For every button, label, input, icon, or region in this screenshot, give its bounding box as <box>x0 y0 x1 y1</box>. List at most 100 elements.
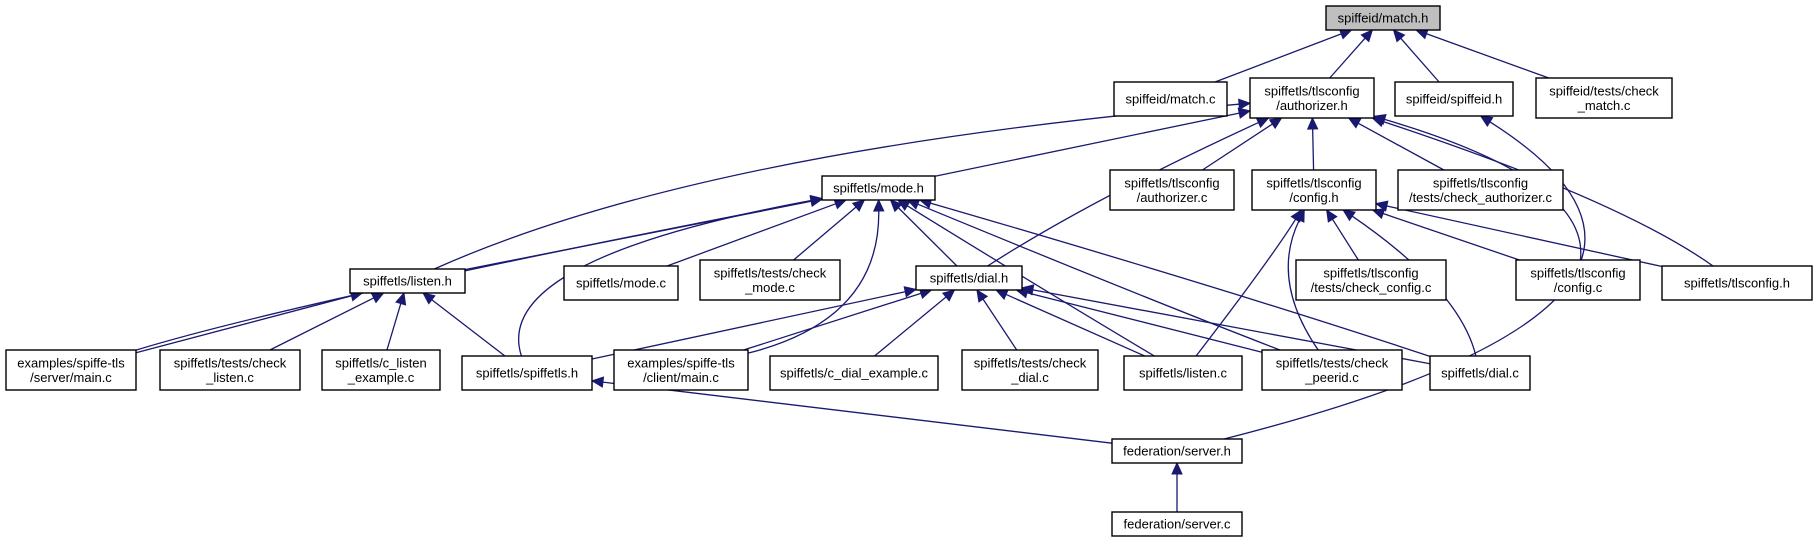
node-config-h[interactable]: spiffetls/tlsconfig/config.h <box>1251 169 1377 211</box>
node-box <box>1295 259 1447 301</box>
node-box <box>1261 349 1403 391</box>
node-client-main-c[interactable]: examples/spiffe-tls/client/main.c <box>613 349 749 391</box>
node-server-main-c[interactable]: examples/spiffe-tls/server/main.c <box>5 349 137 391</box>
node-listen-c[interactable]: spiffetls/listen.c <box>1123 355 1243 391</box>
node-label: spiffetls/mode.h <box>833 181 924 196</box>
node-label: spiffetls/tlsconfig <box>1266 175 1361 190</box>
node-match-h[interactable]: spiffeid/match.h <box>1325 5 1441 31</box>
node-label: spiffetls/tlsconfig <box>1433 175 1528 190</box>
node-label: _match.c <box>1577 98 1631 113</box>
edge-dial_h-to-mode_h <box>897 207 958 267</box>
node-authorizer-c[interactable]: spiffetls/tlsconfig/authorizer.c <box>1109 169 1235 211</box>
edge-tlsconfig_h-to-authorizer_h <box>1382 120 1714 267</box>
node-server-c[interactable]: federation/server.c <box>1111 511 1243 537</box>
node-box <box>1515 259 1641 301</box>
node-label: /config.c <box>1554 280 1603 295</box>
node-label: spiffetls/mode.c <box>576 276 667 291</box>
node-label: spiffetls/spiffetls.h <box>476 366 578 381</box>
node-check-config-c[interactable]: spiffetls/tlsconfig/tests/check_config.c <box>1295 259 1447 301</box>
arrow-head <box>422 292 436 305</box>
arrow-head <box>994 289 1009 300</box>
arrow-head <box>1268 117 1283 130</box>
node-box <box>915 265 1023 291</box>
node-check-authorizer-c[interactable]: spiffetls/tlsconfig/tests/check_authoriz… <box>1397 169 1564 211</box>
node-dial-c[interactable]: spiffetls/dial.c <box>1429 355 1531 391</box>
node-spiffetls-h[interactable]: spiffetls/spiffetls.h <box>461 355 593 391</box>
node-label: spiffetls/tlsconfig <box>1323 265 1418 280</box>
edge-listen_c-to-config_h <box>1195 218 1297 357</box>
node-label: spiffeid/match.c <box>1125 92 1216 107</box>
node-label: spiffeid/spiffeid.h <box>1406 92 1502 107</box>
arrow-head <box>1293 208 1305 223</box>
node-label: spiffetls/tests/check <box>1276 355 1389 370</box>
node-check-peerid-c[interactable]: spiffetls/tests/check_peerid.c <box>1261 349 1403 391</box>
node-dial-h[interactable]: spiffetls/dial.h <box>915 265 1023 291</box>
node-match-c[interactable]: spiffeid/match.c <box>1113 81 1228 117</box>
edge-client_main_c-to-mode_h <box>747 210 880 354</box>
node-box <box>1429 355 1531 391</box>
arrow-head <box>851 199 866 212</box>
edge-spiffetls_h-to-listen_h <box>431 299 506 357</box>
arrow-head <box>1347 117 1362 129</box>
node-label: spiffetls/listen.h <box>363 274 452 289</box>
node-label: _listen.c <box>205 370 254 385</box>
node-mode-h[interactable]: spiffetls/mode.h <box>821 175 936 201</box>
edge-listen_h-to-authorizer_h <box>434 103 1240 270</box>
node-check-mode-c[interactable]: spiffetls/tests/check_mode.c <box>699 259 841 301</box>
node-label: spiffetls/tlsconfig <box>1264 83 1359 98</box>
node-box <box>349 268 466 294</box>
arrow-head <box>370 292 385 304</box>
edge-config_c-to-config_h <box>1382 212 1520 261</box>
node-check-match-c[interactable]: spiffeid/tests/check_match.c <box>1535 77 1673 119</box>
node-check-listen-c[interactable]: spiffetls/tests/check_listen.c <box>159 349 301 391</box>
node-label: examples/spiffe-tls <box>17 355 125 370</box>
node-spiffeid-h[interactable]: spiffeid/spiffeid.h <box>1394 81 1514 117</box>
edge-authorizer_h-to-match_h <box>1329 37 1366 79</box>
arrow-head <box>1371 116 1386 128</box>
node-listen-h[interactable]: spiffetls/listen.h <box>349 268 466 294</box>
node-check-dial-c[interactable]: spiffetls/tests/check_dial.c <box>961 349 1099 391</box>
arrow-head <box>896 199 911 211</box>
edge-spiffetls_h-to-dial_h <box>591 291 906 360</box>
edge-listen_c-to-mode_h <box>906 205 1155 357</box>
edge-check_config_c-to-config_h <box>1332 218 1359 261</box>
node-c-listen-example-c[interactable]: spiffetls/c_listen_example.c <box>321 349 441 391</box>
edge-check_listen_c-to-listen_h <box>269 297 375 351</box>
node-label: /authorizer.h <box>1276 98 1348 113</box>
node-label: _peerid.c <box>1304 370 1359 385</box>
node-label: _dial.c <box>1010 370 1049 385</box>
node-box <box>613 349 749 391</box>
edge-server_main_c-to-listen_h <box>135 295 352 354</box>
edge-check_peerid_c-to-config_h <box>1287 219 1319 351</box>
node-label: spiffetls/tests/check <box>714 265 827 280</box>
node-mode-c[interactable]: spiffetls/mode.c <box>563 265 679 301</box>
arrow-head <box>809 194 824 207</box>
arrow-head <box>1255 117 1270 129</box>
edge-c_dial_example_c-to-dial_h <box>874 296 947 357</box>
edge-listen_c-to-dial_h <box>1005 293 1145 357</box>
node-label: spiffetls/c_dial_example.c <box>780 366 928 381</box>
node-authorizer-h[interactable]: spiffetls/tlsconfig/authorizer.h <box>1249 77 1375 119</box>
edge-check_peerid_c-to-dial_h <box>1026 292 1263 353</box>
node-tlsconfig-h[interactable]: spiffetls/tlsconfig.h <box>1661 265 1813 301</box>
edge-client_main_c-to-dial_h <box>743 292 922 351</box>
arrow-head <box>1392 29 1406 43</box>
arrow-head <box>1342 209 1356 222</box>
edge-check_match_c-to-match_h <box>1426 33 1549 79</box>
arrow-head <box>1371 208 1386 220</box>
edge-check_peerid_c-to-mode_h <box>917 203 1281 351</box>
node-label: spiffetls/tlsconfig <box>1124 175 1219 190</box>
node-c-dial-example-c[interactable]: spiffetls/c_dial_example.c <box>769 355 939 391</box>
node-box <box>461 355 593 391</box>
node-config-c[interactable]: spiffetls/tlsconfig/config.c <box>1515 259 1641 301</box>
edge-check_mode_c-to-mode_h <box>793 206 857 261</box>
node-label: /server/main.c <box>30 370 112 385</box>
node-server-h[interactable]: federation/server.h <box>1111 438 1243 464</box>
node-box <box>321 349 441 391</box>
arrow-head <box>1360 29 1374 43</box>
edge-server_h-to-spiffetls_h <box>602 381 1113 444</box>
edge-match_c-to-match_h <box>1214 33 1342 83</box>
arrow-head <box>1020 284 1035 296</box>
edge-check_dial_c-to-dial_h <box>982 298 1018 351</box>
